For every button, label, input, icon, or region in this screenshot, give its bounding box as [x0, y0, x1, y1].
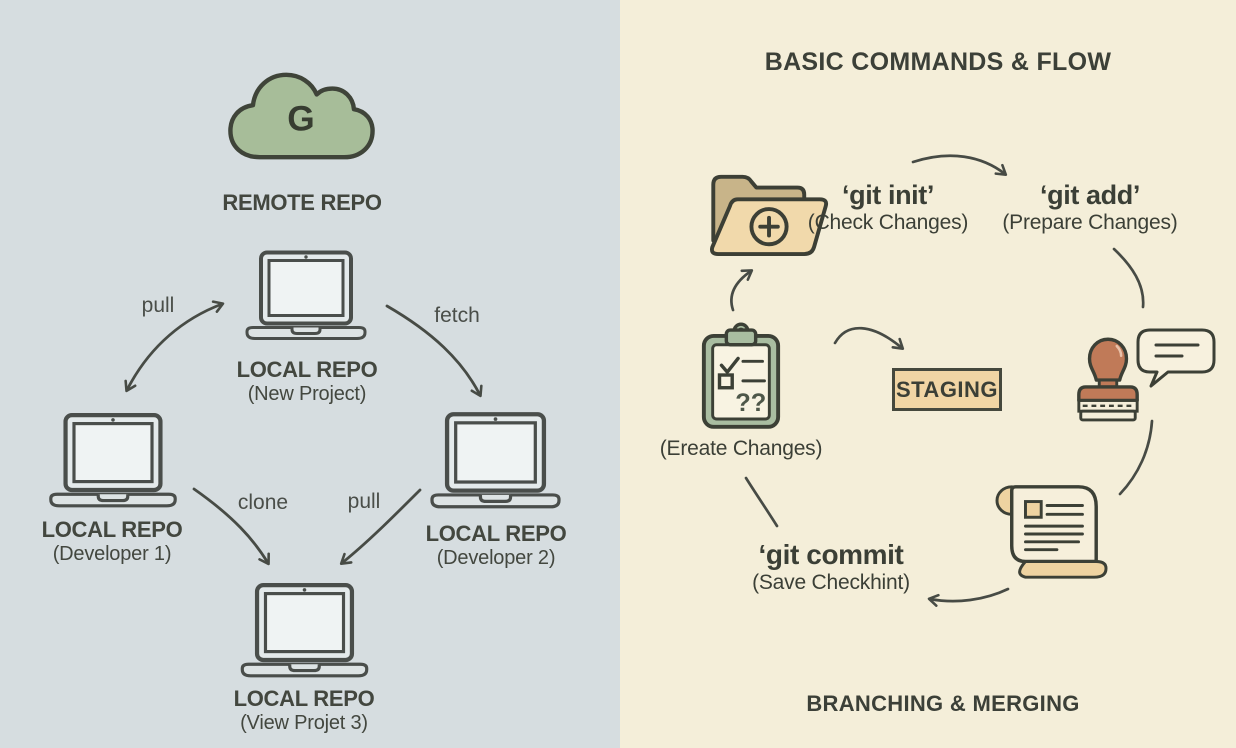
stamp-to-scroll-curve: [1118, 419, 1154, 496]
staging-label: STAGING: [895, 376, 999, 402]
create-to-init-arrow: [730, 269, 754, 312]
checklist-clipboard-icon: ??: [701, 322, 781, 429]
remote-repo-title: REMOTE REPO: [222, 190, 382, 215]
node-subtitle: (View Projet 3): [240, 711, 368, 734]
basic-commands-flow-panel: BASIC COMMANDS & FLOW ‘git init’ (Check …: [620, 0, 1236, 748]
to-staging-arrow: [833, 326, 905, 350]
git-init-folder-icon: [709, 174, 829, 256]
git-add-step: ‘git add’ (Prepare Changes): [990, 180, 1190, 235]
create-changes-note: (Ereate Changes): [659, 437, 823, 460]
git-commit-command: ‘git commit: [758, 539, 904, 570]
create-to-commit-curve: [744, 476, 779, 528]
laptop-icon-developer-2: [428, 411, 563, 510]
git-init-command: ‘git init’: [842, 180, 934, 210]
local-repo-right-label: LOCAL REPO (Developer 2): [386, 521, 606, 570]
local-repo-left-label: LOCAL REPO (Developer 1): [2, 517, 222, 566]
laptop-icon-view-project-3: [239, 582, 370, 679]
git-commit-step: ‘git commit (Save Checkhint): [726, 539, 936, 595]
local-repo-top-label: LOCAL REPO (New Project): [197, 357, 417, 406]
git-cloud-icon: G: [228, 72, 375, 160]
staging-box: STAGING: [892, 368, 1002, 411]
commit-message-bubble-icon: [1136, 328, 1216, 388]
git-add-note: (Prepare Changes): [1002, 211, 1178, 235]
laptop-icon-new-project: [244, 249, 368, 342]
clone-label: clone: [237, 491, 289, 514]
remote-repo-label: REMOTE REPO: [192, 190, 412, 216]
git-init-note: (Check Changes): [807, 211, 969, 235]
commit-stamp-icon: [1077, 337, 1139, 422]
fetch-label: fetch: [434, 304, 480, 327]
clipboard-question-marks: ??: [735, 389, 766, 417]
git-init-step: ‘git init’ (Check Changes): [788, 180, 988, 235]
node-title: LOCAL REPO: [233, 686, 375, 711]
node-title: LOCAL REPO: [425, 521, 567, 546]
remote-local-repo-diagram-panel: G REMOTE REPO LOCAL REPO (New Project) L…: [2, 72, 606, 735]
node-subtitle: (New Project): [247, 382, 367, 405]
pull-top-label: pull: [141, 294, 175, 317]
commit-log-scroll-icon: [995, 485, 1108, 579]
node-title: LOCAL REPO: [236, 357, 378, 382]
git-add-command: ‘git add’: [1040, 180, 1140, 210]
git-commit-note: (Save Checkhint): [752, 571, 910, 595]
scroll-to-commit-arrow: [927, 587, 1010, 607]
plus-circle-icon: [749, 207, 789, 247]
node-subtitle: (Developer 1): [52, 542, 172, 565]
node-title: LOCAL REPO: [41, 517, 183, 542]
right-panel-title: BASIC COMMANDS & FLOW: [764, 48, 1112, 76]
branching-merging-title: BRANCHING & MERGING: [806, 691, 1080, 716]
init-to-add-arrow: [911, 154, 1008, 176]
pull-bottom-label: pull: [347, 490, 381, 513]
add-to-stamp-curve: [1112, 247, 1145, 309]
node-subtitle: (Developer 2): [436, 546, 556, 569]
laptop-icon-developer-1: [47, 412, 179, 509]
local-repo-bottom-label: LOCAL REPO (View Projet 3): [194, 686, 414, 735]
cloud-letter: G: [287, 100, 314, 139]
